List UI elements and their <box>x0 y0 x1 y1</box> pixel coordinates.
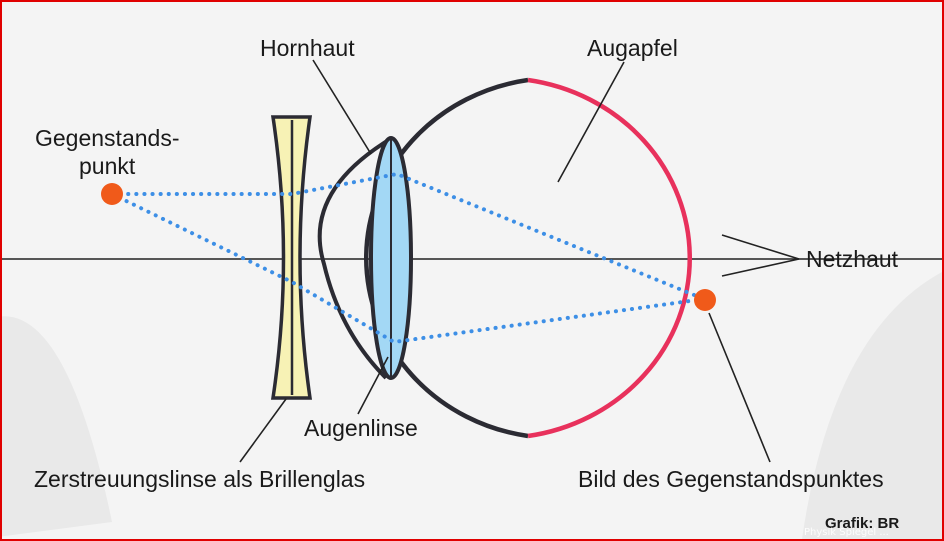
cornea-curve <box>317 136 394 380</box>
image-point-leader <box>708 312 771 463</box>
retina-leader-lower <box>721 258 800 277</box>
retina-arc <box>527 77 693 439</box>
object-point-label-line1: Gegenstands- <box>35 125 179 151</box>
credit-text: Grafik: BR <box>825 515 899 532</box>
retina-leader-upper <box>721 234 800 260</box>
eyeball-leader <box>557 61 625 183</box>
object-point-label-line2: punkt <box>79 153 136 179</box>
diverging-lens-label: Zerstreuungslinse als Brillenglas <box>34 466 365 492</box>
background-swoosh-left <box>2 316 112 537</box>
diverging-lens-leader <box>239 398 287 463</box>
cornea-leader <box>312 59 372 155</box>
background-swoosh-right <box>802 272 942 539</box>
object-point <box>101 183 123 205</box>
eye-lens-leader <box>357 356 389 415</box>
image-point-label: Bild des Gegenstandspunktes <box>578 466 884 492</box>
eyeball-outline <box>363 77 529 439</box>
cornea-label: Hornhaut <box>260 35 355 61</box>
eye-lens-label: Augenlinse <box>304 415 418 441</box>
lower-ray <box>110 192 706 345</box>
retina-label: Netzhaut <box>806 246 899 272</box>
upper-ray <box>110 171 706 301</box>
watermark-text: Physik Spiegel ... <box>804 527 889 538</box>
eyeball-label: Augapfel <box>587 35 678 61</box>
image-point <box>694 289 716 311</box>
